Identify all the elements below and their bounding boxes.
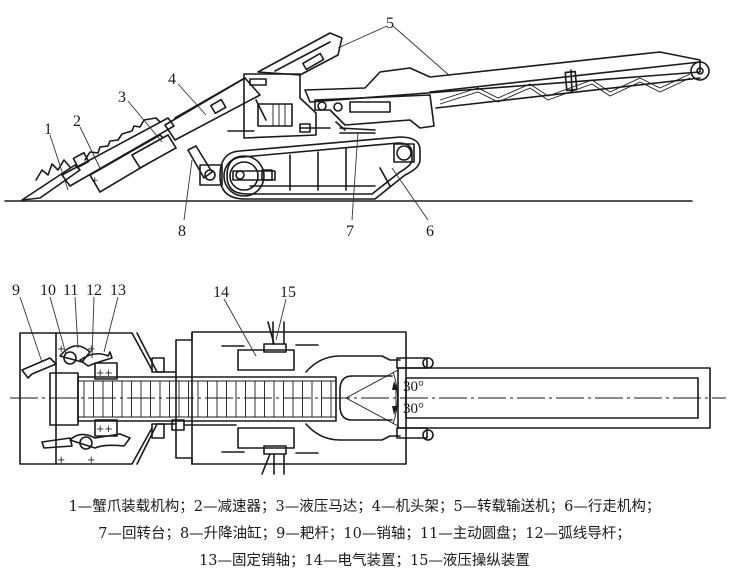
- plan-view-callouts: 9 10 11 12 13 14 15: [12, 282, 296, 301]
- crab-claw-mechanism: [21, 117, 175, 201]
- callout-14: 14: [213, 284, 229, 301]
- callout-9: 9: [12, 282, 20, 299]
- caption-line-3: 13—固定销轴；14—电气装置；15—液压操纵装置: [199, 553, 530, 569]
- machine-body: [227, 73, 331, 139]
- swing-angle-upper: 30°: [403, 379, 424, 395]
- lifting-cylinder: [187, 145, 223, 186]
- hydraulic-motor: [130, 133, 178, 170]
- side-view: +: [4, 32, 710, 202]
- side-view-callouts: 1 2 3 4 5 6 7 8: [44, 15, 434, 240]
- caption-line-2: 7—回转台；8—升降油缸；9—耙杆；10—销轴；11—主动圆盘；12—弧线导杆；: [98, 526, 631, 542]
- callout-15: 15: [280, 284, 296, 301]
- swing-angle-lower: 30°: [403, 401, 424, 417]
- callout-4: 4: [168, 71, 176, 88]
- svg-text:+: +: [87, 455, 95, 466]
- conveyor-boom: [339, 357, 711, 441]
- svg-text:++: ++: [96, 424, 113, 435]
- callout-6: 6: [426, 223, 434, 240]
- plan-view: + + + + ++ ++: [10, 321, 726, 475]
- crawler-track: [219, 136, 421, 200]
- svg-text:+: +: [57, 344, 65, 355]
- svg-text:+: +: [87, 344, 95, 355]
- callout-7: 7: [346, 223, 354, 240]
- loader-figure: +: [4, 15, 726, 475]
- svg-text:+: +: [57, 455, 65, 466]
- side-view-leaders: [49, 25, 451, 221]
- loader-drawing: +: [4, 15, 726, 475]
- svg-text:++: ++: [96, 368, 113, 379]
- electrical-device: [237, 349, 295, 371]
- figure-caption: 1—蟹爪装载机构；2—减速器；3—液压马达；4—机头架；5—转载输送机；6—行走…: [0, 494, 729, 575]
- transfer-conveyor: [304, 51, 710, 109]
- callout-11: 11: [63, 282, 78, 299]
- callout-1: 1: [44, 121, 52, 138]
- callout-10: 10: [40, 282, 56, 299]
- callout-13: 13: [110, 282, 126, 299]
- callout-8: 8: [178, 223, 186, 240]
- caption-line-1: 1—蟹爪装载机构；2—减速器；3—液压马达；4—机头架；5—转载输送机；6—行走…: [68, 499, 661, 515]
- callout-3: 3: [118, 89, 126, 106]
- callout-12: 12: [86, 282, 102, 299]
- svg-text:+: +: [91, 176, 99, 186]
- rake-arms: + + + + ++ ++: [21, 344, 131, 466]
- plan-view-leaders: [19, 296, 287, 363]
- scraper-chain-conveyor: [77, 376, 337, 422]
- callout-2: 2: [73, 113, 81, 130]
- discharge-chute: [257, 32, 343, 76]
- callout-5: 5: [386, 15, 394, 32]
- head-frame: [164, 77, 261, 141]
